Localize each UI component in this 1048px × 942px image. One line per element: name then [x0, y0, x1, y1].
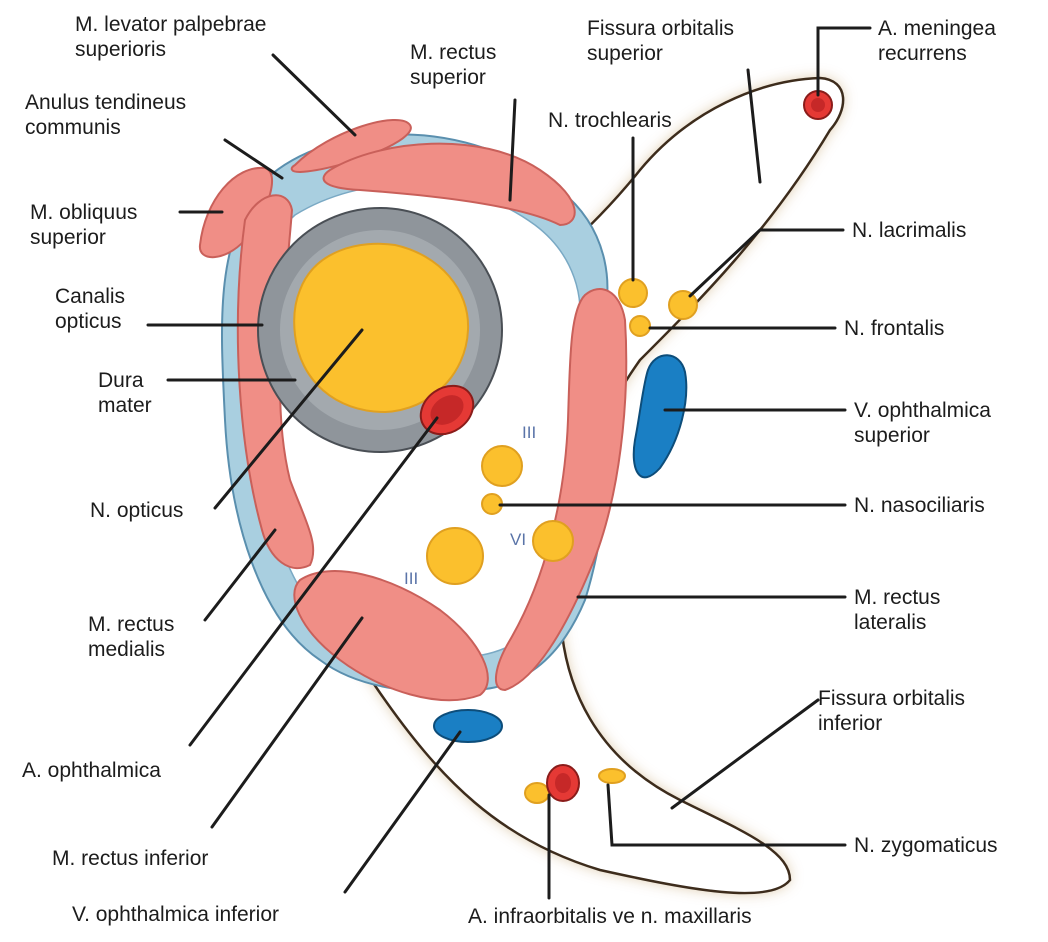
- label-lacrimalis: N. lacrimalis: [852, 218, 966, 243]
- label-opticus: N. opticus: [90, 498, 183, 523]
- label-frontalis: N. frontalis: [844, 316, 944, 341]
- mark-iii-lower: III: [404, 569, 418, 588]
- v-ophthalmica-inferior: [434, 710, 502, 742]
- n-oculomotorius-inferior: [427, 528, 483, 584]
- label-infraorbitalis: A. infraorbitalis ve n. maxillaris: [468, 904, 752, 929]
- label-v-ophthalmica-inferior: V. ophthalmica inferior: [72, 902, 279, 927]
- n-frontalis: [630, 316, 650, 336]
- leader-levator: [273, 55, 355, 135]
- mark-iii-upper: III: [522, 423, 536, 442]
- label-nasociliaris: N. nasociliaris: [854, 493, 985, 518]
- label-rectus-inferior: M. rectus inferior: [52, 846, 208, 871]
- mark-vi: VI: [510, 530, 526, 549]
- a-infraorbitalis: [547, 765, 579, 801]
- n-zygomaticus: [599, 769, 625, 783]
- label-zygomaticus: N. zygomaticus: [854, 833, 998, 858]
- label-a-ophthalmica: A. ophthalmica: [22, 758, 161, 783]
- n-trochlearis: [619, 279, 647, 307]
- leader-rectus-inf: [212, 618, 362, 827]
- leader-fissura-inf: [672, 700, 818, 808]
- n-abducens: [533, 521, 573, 561]
- n-maxillaris: [525, 783, 549, 803]
- label-trochlearis: N. trochlearis: [548, 108, 672, 133]
- n-oculomotorius-superior: [482, 446, 522, 486]
- leader-v-inf: [345, 732, 460, 892]
- optic-nerve: [294, 244, 468, 412]
- v-ophthalmica-superior: [634, 355, 687, 477]
